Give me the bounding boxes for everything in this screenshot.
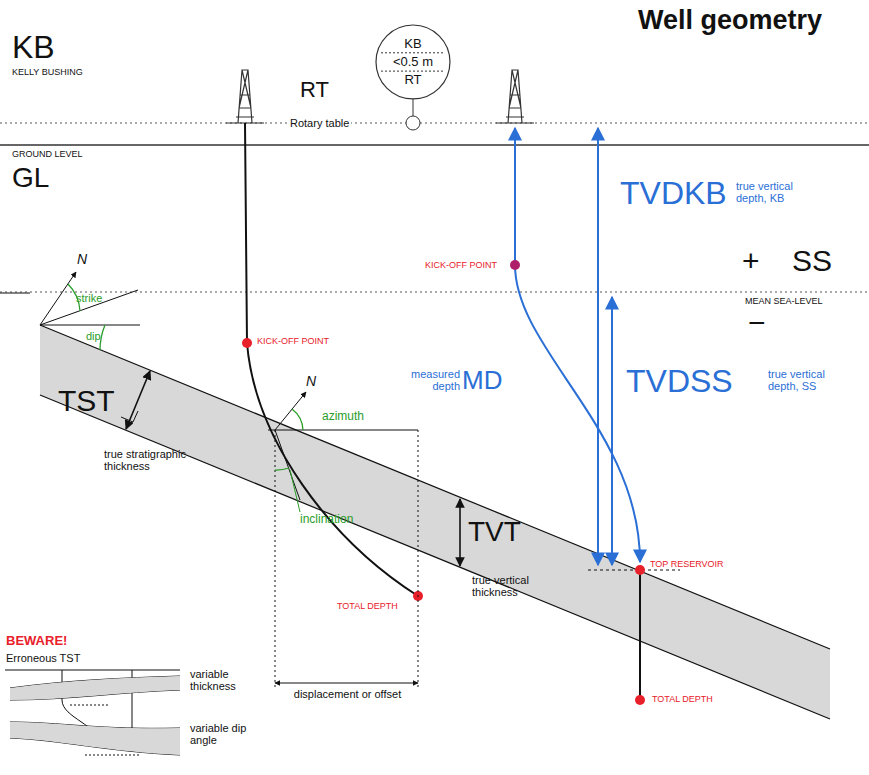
- label-text: true vertical depth, KB: [736, 180, 816, 204]
- label-text: +: [742, 244, 760, 277]
- label-text: true vertical depth, SS: [768, 368, 848, 392]
- label-text: N: [306, 374, 316, 389]
- label-text: MEAN SEA-LEVEL: [745, 297, 823, 307]
- label-text: azimuth: [322, 410, 364, 423]
- label-text: variable dip angle: [190, 722, 260, 746]
- label-text: SS: [792, 244, 832, 277]
- label-text: measured depth: [408, 368, 460, 392]
- label-text: Rotary table: [288, 117, 351, 129]
- label-text: KELLY BUSHING: [12, 68, 83, 78]
- label-text: true stratigraphic thickness: [104, 448, 194, 472]
- label-text: true vertical thickness: [472, 574, 552, 598]
- label-text: Erroneous TST: [6, 652, 80, 664]
- label-text: TVDKB: [620, 176, 727, 211]
- label-text: TOP RESERVOIR: [650, 560, 724, 570]
- label-text: KICK-OFF POINT: [257, 337, 329, 347]
- label-text: −: [748, 306, 766, 339]
- label-text: BEWARE!: [6, 634, 67, 648]
- label-text: inclination: [300, 513, 353, 526]
- callout-circle: KB<0.5 mRT: [375, 24, 451, 100]
- label-text: RT: [300, 78, 329, 102]
- label-text: N: [77, 252, 87, 267]
- label-text: TOTAL DEPTH: [337, 602, 398, 612]
- diagram-title: Well geometry: [638, 6, 822, 36]
- node-text: RT: [393, 71, 433, 89]
- label-text: TVT: [468, 517, 521, 548]
- label-text: displacement or offset: [290, 688, 405, 700]
- node-text: KB: [393, 35, 433, 53]
- label-text: TOTAL DEPTH: [652, 695, 713, 705]
- label-text: variable thickness: [190, 668, 260, 692]
- node-text: <0.5 m: [393, 53, 433, 71]
- label-text: GROUND LEVEL: [12, 150, 83, 160]
- label-text: TVDSS: [626, 364, 733, 399]
- label-text: TST: [58, 384, 115, 417]
- label-text: MD: [462, 366, 502, 395]
- label-text: strike: [76, 292, 102, 304]
- label-text: GL: [12, 163, 49, 194]
- label-text: dip: [86, 330, 101, 342]
- label-text: KICK-OFF POINT: [423, 261, 499, 271]
- label-text: KB: [12, 30, 55, 65]
